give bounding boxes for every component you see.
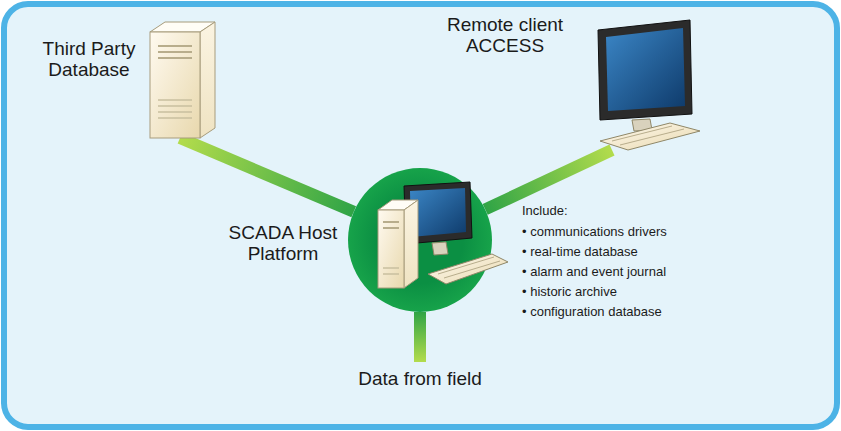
node-label: Data from field [330, 368, 510, 389]
text-slot: Third Party Database [28, 38, 150, 81]
text-slot: SCADA Host Platform [223, 222, 343, 265]
connector-line [414, 312, 426, 362]
list-item: • alarm and event journal [522, 265, 732, 280]
monitor-icon [598, 20, 700, 150]
host-computer-icon [378, 182, 508, 288]
text-slot: • historic archive [522, 285, 732, 300]
list-item: • real-time database [522, 245, 732, 260]
list-item: • historic archive [522, 285, 732, 300]
list-item: • communications drivers [522, 225, 732, 240]
node-label: Remote client ACCESS [425, 14, 585, 57]
field-node: Data from field [330, 362, 510, 396]
panel-frame [4, 4, 837, 427]
node-label: Third Party Database [28, 38, 150, 81]
text-slot: • alarm and event journal [522, 265, 732, 280]
text-slot: • real-time database [522, 245, 732, 260]
text-slot: Include: [522, 204, 732, 219]
node-label: SCADA Host Platform [223, 222, 343, 265]
host-circle-fill [348, 168, 492, 312]
list-item: • configuration database [522, 305, 732, 320]
connector-line [180, 138, 354, 212]
list-heading: Include: [522, 204, 732, 219]
text-slot: Data from field [330, 368, 510, 389]
server-icon [150, 22, 215, 138]
text-slot: • communications drivers [522, 225, 732, 240]
text-slot: • configuration database [522, 305, 732, 320]
connector-line [485, 150, 612, 209]
text-slot: Remote client ACCESS [425, 14, 585, 57]
